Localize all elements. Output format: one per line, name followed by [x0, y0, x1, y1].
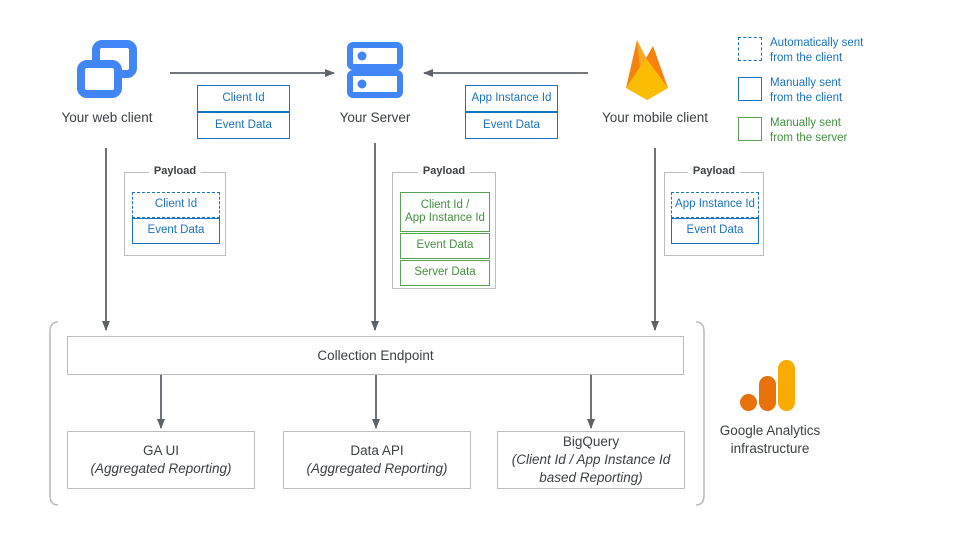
- legend-label-automatically-sent: Automatically sent from the client: [770, 37, 864, 64]
- ga-ui-subtitle: (Aggregated Reporting): [90, 461, 232, 476]
- collection-endpoint-label: Collection Endpoint: [317, 347, 434, 363]
- legend-swatch-solid-blue: [738, 77, 762, 101]
- server-rack-icon: [347, 42, 403, 98]
- firebase-icon: [616, 34, 678, 102]
- legend-label-manually-sent-server: Manually sent from the server: [770, 117, 848, 144]
- payload-web-client: Payload Client Id Event Data: [124, 165, 226, 256]
- data-api-subtitle: (Aggregated Reporting): [306, 461, 448, 476]
- payload-item-client-id: Client Id: [132, 192, 220, 218]
- web-client-label: Your web client: [61, 110, 153, 125]
- legend-swatch-solid-green: [738, 117, 762, 141]
- transit-chip-app-instance-id: App Instance Id: [465, 85, 558, 112]
- infrastructure-bracket-left: [49, 321, 59, 506]
- infrastructure-label: Google Analytics infrastructure: [719, 423, 821, 457]
- bigquery-subtitle: (Client Id / App Instance Id based Repor…: [511, 452, 671, 485]
- output-box-data-api: Data API (Aggregated Reporting): [283, 431, 471, 489]
- payload-item-client-or-app-instance-id: Client Id / App Instance Id: [400, 192, 490, 232]
- collection-endpoint-box: Collection Endpoint: [67, 336, 684, 375]
- infrastructure-bracket-right: [695, 321, 705, 506]
- google-analytics-icon: [740, 358, 798, 413]
- browser-windows-icon: [76, 38, 138, 100]
- payload-server: Payload Client Id / App Instance Id Even…: [392, 165, 496, 289]
- output-box-ga-ui: GA UI (Aggregated Reporting): [67, 431, 255, 489]
- payload-web-client-title: Payload: [148, 165, 202, 177]
- transit-chip-event-data: Event Data: [197, 112, 290, 139]
- payload-server-title: Payload: [417, 165, 471, 177]
- transit-chip-event-data-mobile: Event Data: [465, 112, 558, 139]
- payload-mobile-client-title: Payload: [687, 165, 741, 177]
- mobile-client-label: Your mobile client: [601, 110, 709, 125]
- ga-ui-title: GA UI: [142, 443, 179, 459]
- payload-mobile-client: Payload App Instance Id Event Data: [664, 165, 764, 256]
- legend-label-manually-sent-client: Manually sent from the client: [770, 77, 843, 104]
- payload-item-server-event-data: Event Data: [400, 233, 490, 259]
- bigquery-title: BigQuery: [562, 434, 620, 450]
- payload-item-server-data: Server Data: [400, 260, 490, 286]
- data-api-title: Data API: [350, 443, 404, 459]
- legend-swatch-dashed-blue: [738, 37, 762, 61]
- payload-item-app-instance-id: App Instance Id: [671, 192, 759, 218]
- output-box-bigquery: BigQuery (Client Id / App Instance Id ba…: [497, 431, 685, 489]
- server-label: Your Server: [339, 110, 411, 125]
- transit-chip-client-id: Client Id: [197, 85, 290, 112]
- payload-item-event-data: Event Data: [132, 218, 220, 244]
- payload-item-mobile-event-data: Event Data: [671, 218, 759, 244]
